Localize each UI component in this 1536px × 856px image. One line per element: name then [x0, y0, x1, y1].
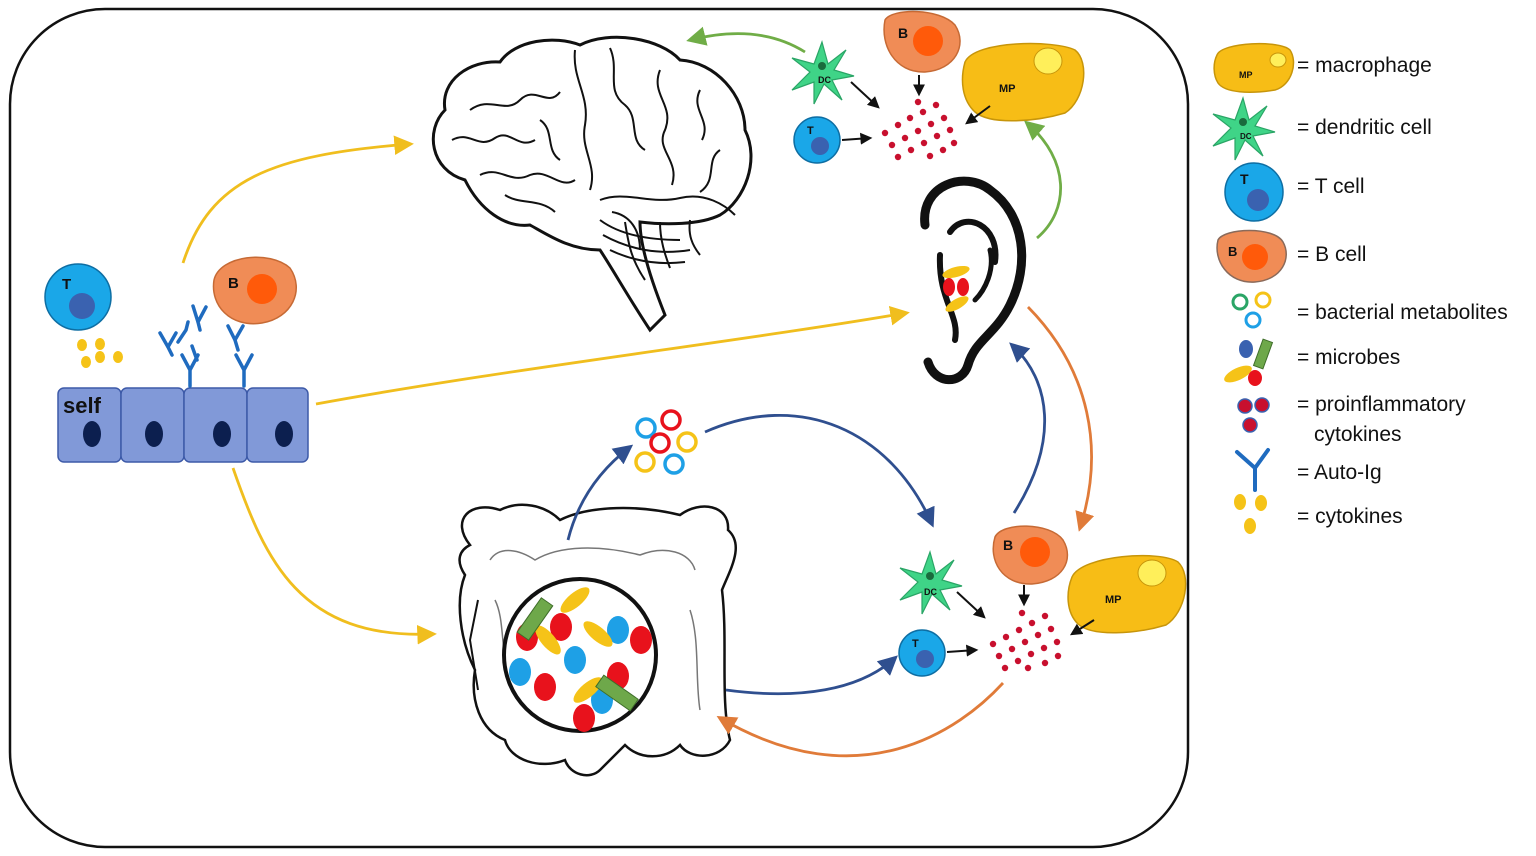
top-immune-cluster [791, 10, 1085, 164]
auto-ig-antibodies [158, 304, 254, 388]
legend-label-proinflammatory-line2: cytokines [1314, 423, 1402, 446]
legend-label-dendritic: = dendritic cell [1297, 116, 1432, 139]
legend-label-t-cell: = T cell [1297, 175, 1365, 198]
legend-label-microbes: = microbes [1297, 346, 1400, 369]
legend-b-letter: B [1228, 244, 1237, 259]
microbes-icon [1224, 338, 1274, 386]
bacterial-metabolites-cluster [634, 409, 698, 475]
legend-mp-letter: MP [1239, 70, 1253, 80]
t-cell [44, 263, 112, 331]
brain-illustration [431, 35, 753, 333]
ear-illustration [920, 176, 1027, 385]
legend-label-bacterial-metabolites: = bacterial metabolites [1297, 301, 1508, 324]
microbes-in-gut [509, 587, 652, 732]
mp-letter-top: MP [999, 83, 1016, 95]
dc-letter-bottom: DC [924, 587, 937, 597]
legend-label-proinflammatory: = proinflammatory [1297, 393, 1466, 416]
b-letter-top: B [898, 25, 908, 41]
main-frame [8, 7, 1190, 849]
cytokines [77, 338, 123, 368]
b-cell [212, 256, 297, 325]
t-cell-icon [1224, 162, 1284, 222]
bacterial-metabolites-icon [1231, 291, 1272, 329]
self-epithelium [57, 387, 309, 463]
bottom-immune-cluster [898, 525, 1187, 677]
b-cell-letter: B [228, 275, 239, 292]
legend-label-macrophage: = macrophage [1297, 54, 1432, 77]
arrows [181, 26, 1095, 758]
legend-label-auto-ig: = Auto-Ig [1297, 461, 1382, 484]
legend-t-letter: T [1240, 171, 1249, 187]
cytokines-icon [1234, 494, 1267, 534]
b-cell-icon [1216, 229, 1287, 283]
auto-ig-icon [1235, 448, 1270, 492]
legend-label-cytokines: = cytokines [1297, 505, 1403, 528]
legend-dc-letter: DC [1240, 132, 1252, 141]
t-cell-letter: T [62, 276, 71, 293]
legend-label-b-cell: = B cell [1297, 243, 1366, 266]
legend: MP = macrophage DC = dendritic cell T = … [1212, 42, 1508, 534]
self-label: self [63, 393, 102, 418]
macrophage-icon [1213, 42, 1295, 93]
dendritic-cell-bottom [899, 551, 963, 615]
dendritic-cell-icon [1212, 97, 1276, 161]
proinflammatory-cytokines-icon [1237, 397, 1270, 433]
b-letter-bottom: B [1003, 537, 1013, 553]
t-letter-top: T [807, 125, 814, 137]
mp-letter-bottom: MP [1105, 594, 1122, 606]
t-letter-bottom: T [912, 638, 919, 650]
dc-letter-top: DC [818, 75, 831, 85]
